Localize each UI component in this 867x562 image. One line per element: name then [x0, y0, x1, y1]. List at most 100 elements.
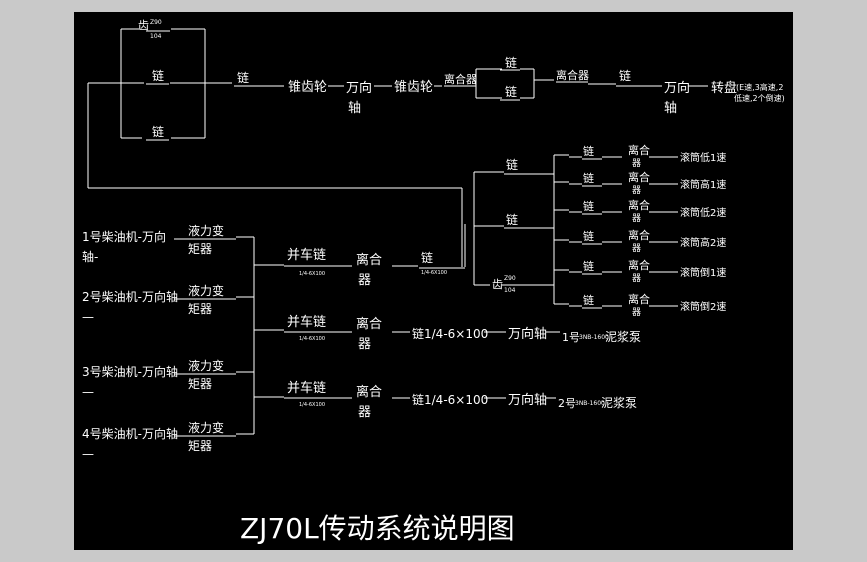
compound-chain-3-code: 1/4-6X100 — [299, 402, 325, 408]
row-3-drive: 并车链 1/4-6X100 离合 器 链1/4-6×100 万向轴 2号 3NB… — [284, 380, 637, 420]
drum-row-clutch-a: 离合 — [628, 258, 650, 272]
drum-row: 链离合器滚筒高2速 — [569, 228, 726, 254]
engine-label-cont: — — [82, 310, 94, 324]
torque-converter-b: 矩器 — [188, 377, 212, 391]
cardan-2-line2: 轴 — [664, 101, 677, 116]
clutch-top-1: 离合器 — [444, 72, 477, 86]
clutch-1-b: 器 — [358, 273, 371, 288]
drum-row: 链离合器滚筒高1速 — [569, 170, 726, 196]
top-main-line: 链 锥齿轮 万向 轴 锥齿轮 离合器 链 链 离合器 链 万向 轴 转盘 (E速… — [205, 55, 785, 116]
rotary-note-2: 低速,2个倒速) — [734, 93, 785, 103]
drum-gear-104: 104 — [504, 287, 516, 294]
drum-row-clutch-b: 器 — [632, 243, 641, 254]
rotary-note-1: (E速,3高速,2 — [736, 82, 783, 92]
cardan-shaft-pump-2: 万向轴 — [508, 392, 547, 408]
pump-2-number: 2号 — [558, 397, 576, 410]
drum-rows: 链离合器滚筒低1速链离合器滚筒高1速链离合器滚筒低2速链离合器滚筒高2速链离合器… — [569, 143, 726, 318]
torque-converter-a: 液力变 — [188, 223, 224, 238]
drum-row-chain: 链 — [583, 293, 594, 307]
engine-label: 3号柴油机-万向轴 — [82, 364, 178, 379]
torque-converter-b: 矩器 — [188, 242, 212, 256]
drum-row-chain: 链 — [583, 144, 594, 158]
engine-label: 4号柴油机-万向轴 — [82, 426, 178, 441]
clutch-top-2: 离合器 — [556, 68, 589, 82]
drum-row: 链离合器滚筒低2速 — [569, 198, 726, 224]
drum-speed-label: 滚筒高1速 — [680, 178, 726, 191]
chain-top-3: 链 — [237, 70, 249, 85]
chain-top-4: 链 — [505, 55, 517, 70]
drum-chain-2: 链 — [506, 212, 518, 227]
drum-row-clutch-b: 器 — [632, 158, 641, 169]
drum-row-clutch-b: 器 — [632, 213, 641, 224]
clutch-2-a: 离合 — [356, 316, 382, 332]
drum-row-chain: 链 — [583, 171, 594, 185]
rotary-table: 转盘 — [711, 80, 737, 96]
drum-row-clutch-a: 离合 — [628, 143, 650, 157]
drum-section: 链 链 齿 Z90 104 链离合器滚筒低1速链离合器滚筒高1速链离合器滚筒低2… — [473, 143, 726, 318]
drum-gear-label: 齿 — [492, 278, 503, 291]
torque-converter-a: 液力变 — [188, 420, 224, 435]
top-gear-branch: 齿 Z90 104 链 链 — [87, 19, 206, 188]
drum-speed-label: 滚筒倒2速 — [680, 300, 726, 313]
chain-spec-2: 链1/4-6×100 — [412, 392, 488, 407]
bevel-gear-1: 锥齿轮 — [288, 80, 327, 95]
chain-top-5: 链 — [505, 84, 517, 99]
cardan-2-line1: 万向 — [664, 80, 690, 96]
chain-top-1: 链 — [152, 68, 164, 83]
torque-converter-a: 液力变 — [188, 358, 224, 373]
torque-converter-a: 液力变 — [188, 283, 224, 298]
link-lines — [88, 187, 466, 267]
compound-chain-3: 并车链 — [287, 380, 326, 396]
drum-speed-label: 滚筒高2速 — [680, 236, 726, 249]
pump-2-model: 3NB-1600 — [575, 400, 605, 407]
clutch-3-a: 离合 — [356, 384, 382, 400]
drum-row-clutch-a: 离合 — [628, 228, 650, 242]
compound-chain-2: 并车链 — [287, 314, 326, 330]
clutch-1-a: 离合 — [356, 252, 382, 268]
pump-1-model: 3NB-1600 — [579, 334, 609, 341]
engine-label-cont: — — [82, 447, 94, 461]
drum-row-clutch-b: 器 — [632, 273, 641, 284]
engine-label-cont: 轴- — [82, 249, 98, 264]
transmission-diagram: 齿 Z90 104 链 链 链 锥齿轮 万向 轴 锥齿轮 离合器 链 — [82, 19, 785, 545]
cardan-1-line2: 轴 — [348, 101, 361, 116]
bevel-gear-2: 锥齿轮 — [394, 80, 433, 95]
compound-chain-1-code: 1/4-6X100 — [299, 271, 325, 277]
chain-top-2: 链 — [152, 124, 164, 139]
chain-row-1-code: 1/4-6X100 — [421, 270, 447, 276]
drum-row-chain: 链 — [583, 199, 594, 213]
top-gear-104: 104 — [150, 33, 162, 40]
compound-chain-2-code: 1/4-6X100 — [299, 336, 325, 342]
row-2-drive: 并车链 1/4-6X100 离合 器 链1/4-6×100 万向轴 1号 3NB… — [284, 314, 641, 352]
engine-rows: 1号柴油机-万向轴-液力变矩器2号柴油机-万向轴—液力变矩器3号柴油机-万向轴—… — [82, 223, 236, 461]
mud-pump-1: 泥浆泵 — [605, 329, 641, 344]
engine-label-cont: — — [82, 385, 94, 399]
converter-connectors — [236, 236, 284, 435]
drawing-canvas: 齿 Z90 104 链 链 链 锥齿轮 万向 轴 锥齿轮 离合器 链 — [74, 12, 793, 550]
row-1-drive: 并车链 1/4-6X100 离合 器 链 1/4-6X100 — [284, 247, 465, 288]
drum-speed-label: 滚筒倒1速 — [680, 266, 726, 279]
pump-1-number: 1号 — [562, 331, 580, 344]
drum-row-clutch-a: 离合 — [628, 292, 650, 306]
torque-converter-b: 矩器 — [188, 439, 212, 453]
drum-row-clutch-b: 器 — [632, 307, 641, 318]
torque-converter-b: 矩器 — [188, 302, 212, 316]
top-gear-z90: Z90 — [150, 19, 162, 26]
compound-chain-1: 并车链 — [287, 247, 326, 263]
drum-row-chain: 链 — [583, 259, 594, 273]
drum-row: 链 离合器 滚筒倒1速 — [569, 258, 726, 284]
cardan-shaft-pump-1: 万向轴 — [508, 326, 547, 342]
drum-row-clutch-a: 离合 — [628, 198, 650, 212]
chain-spec-1: 链1/4-6×100 — [412, 326, 488, 341]
chain-row-1: 链 — [421, 250, 433, 265]
drum-row: 链离合器滚筒低1速 — [569, 143, 726, 169]
drum-row-clutch-a: 离合 — [628, 170, 650, 184]
top-gear-label: 齿 — [138, 19, 149, 32]
clutch-3-b: 器 — [358, 405, 371, 420]
engine-label: 2号柴油机-万向轴 — [82, 289, 178, 304]
drum-chain-1: 链 — [506, 157, 518, 172]
